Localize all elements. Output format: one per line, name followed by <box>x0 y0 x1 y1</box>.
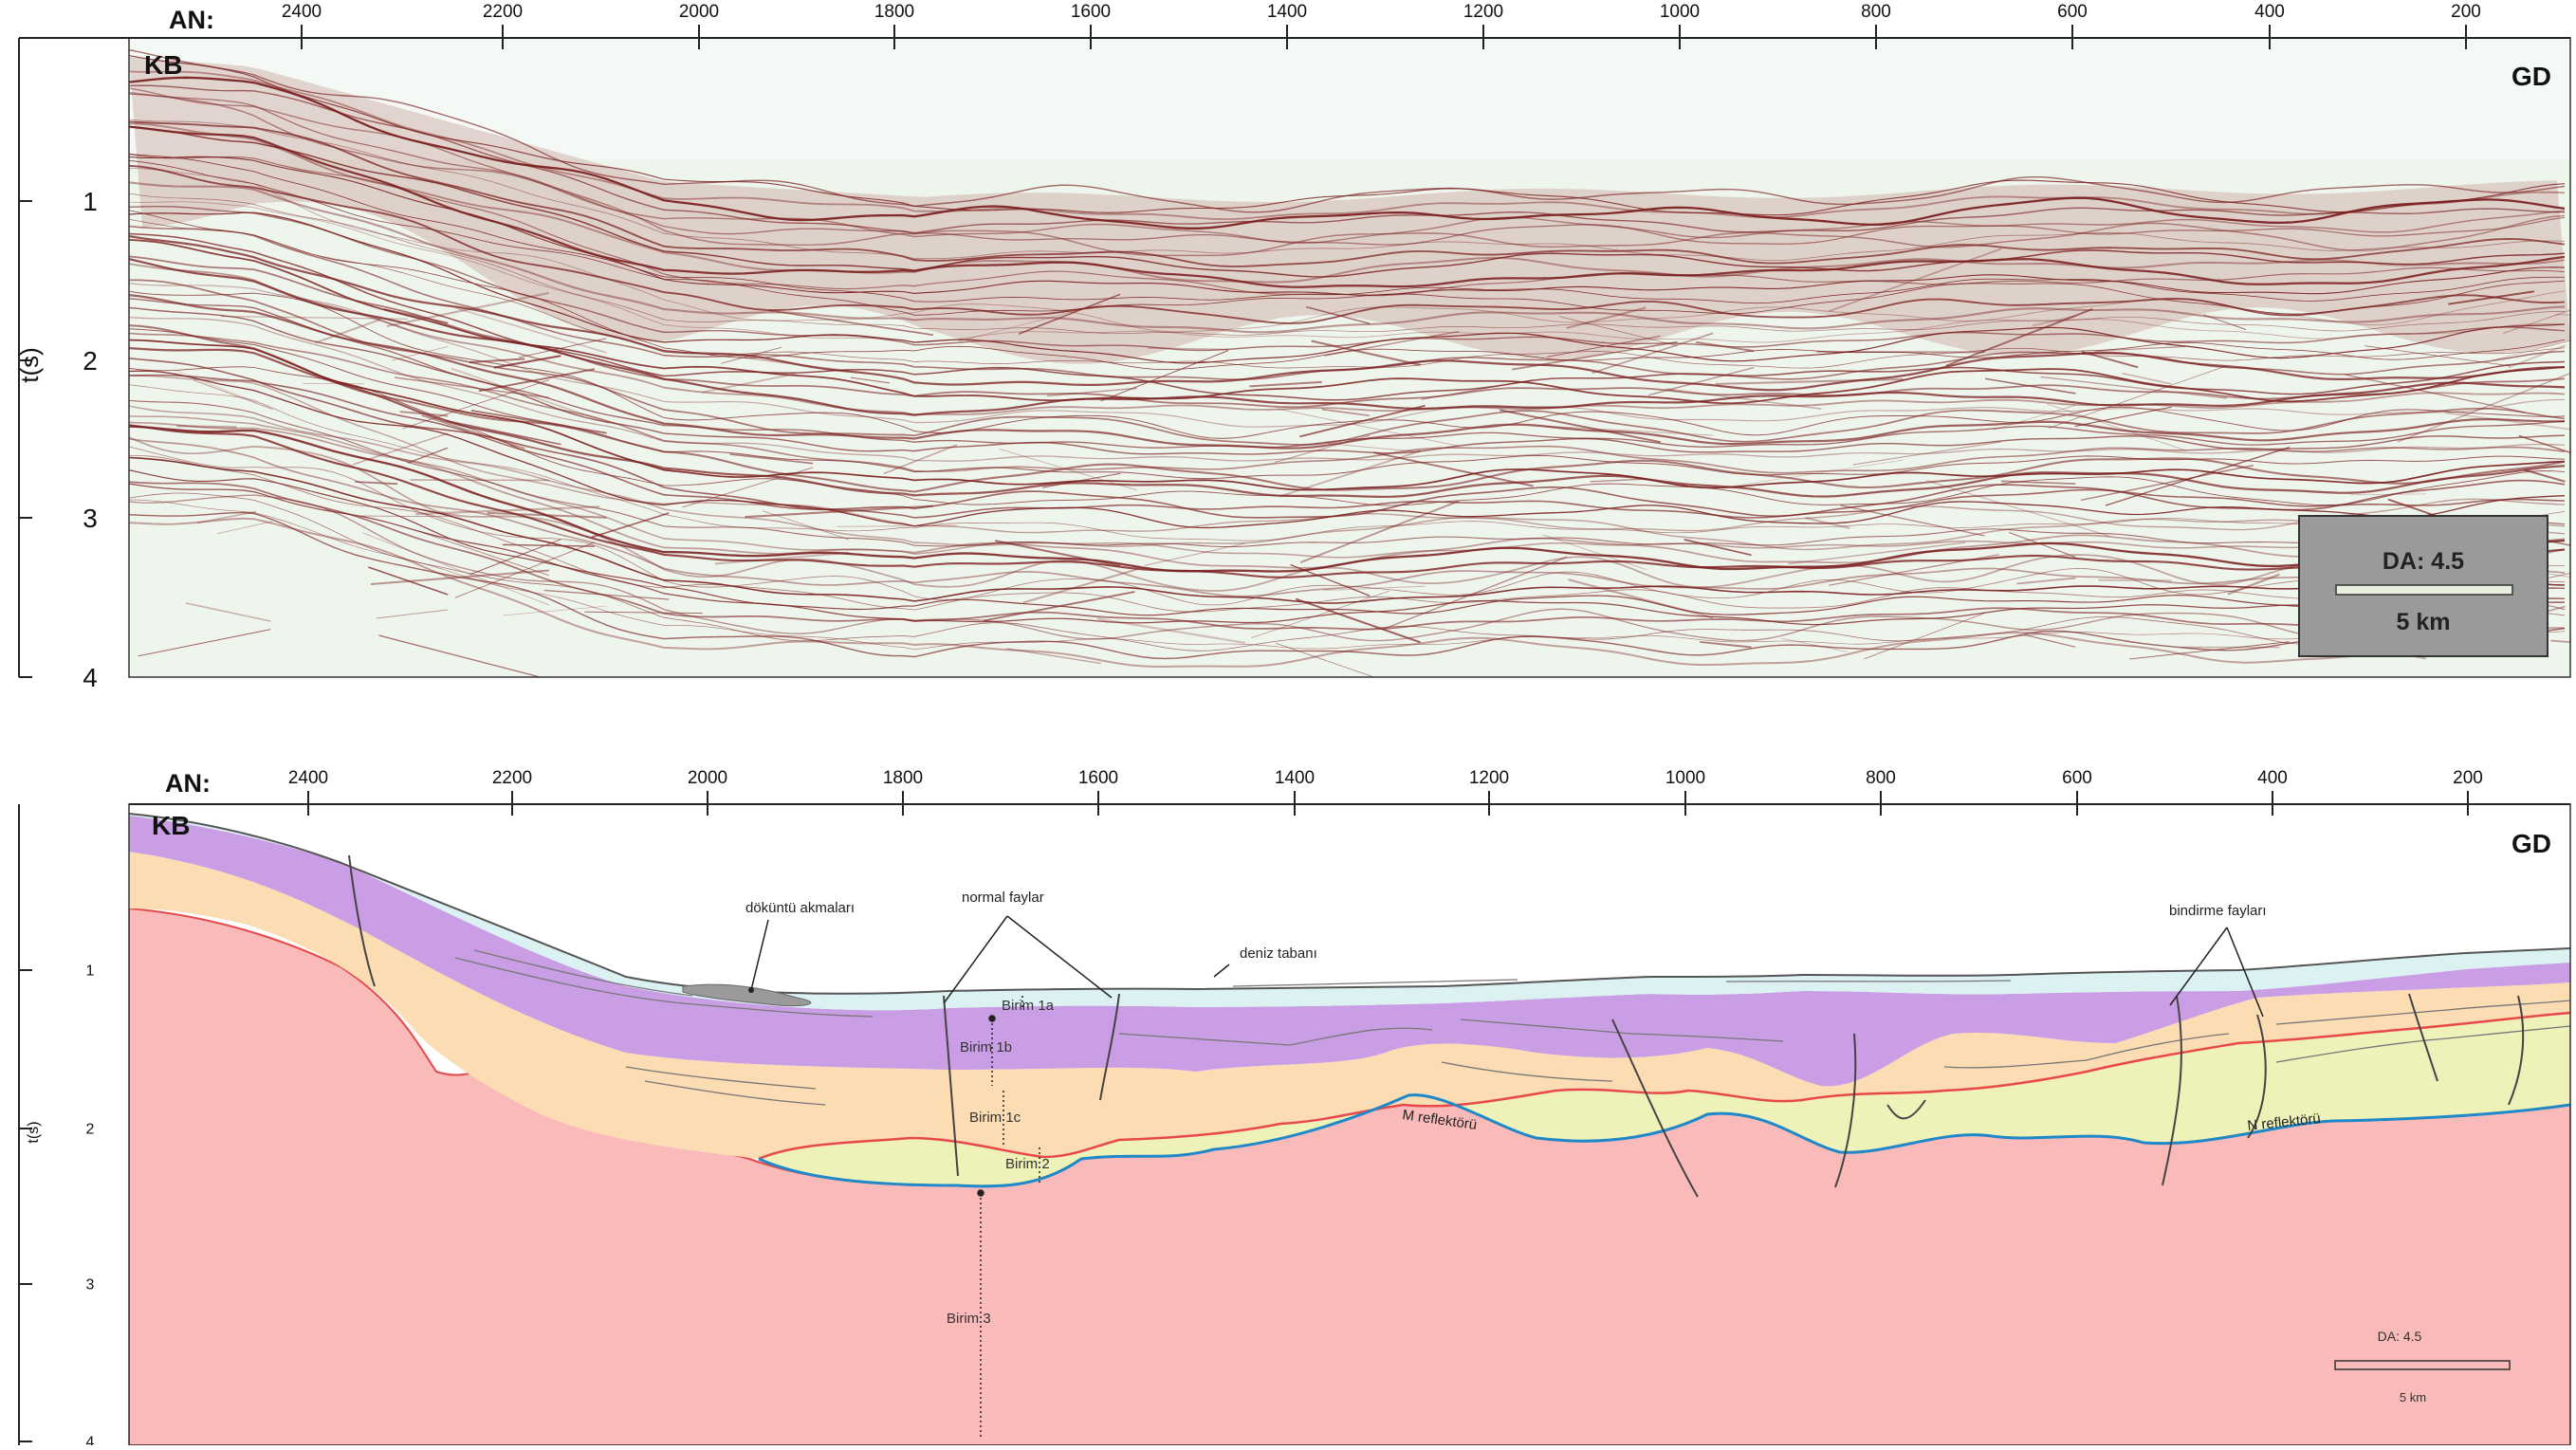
annotation-seafloor: deniz tabanı <box>1240 945 1317 962</box>
interp-y-ticks: 1 2 3 4 <box>19 964 95 1445</box>
scale-distance-bottom: 5 km <box>2400 1390 2426 1404</box>
x-tick-label: 2400 <box>288 768 328 788</box>
scale-ratio-top: DA: 4.5 <box>2383 548 2464 575</box>
gd-label-bottom: GD <box>2512 829 2551 858</box>
x-tick-label: 1000 <box>1660 2 1700 22</box>
y-tick-label: 4 <box>86 1435 95 1445</box>
x-tick-label: 2000 <box>679 2 719 22</box>
x-tick-label: 1400 <box>1275 768 1315 788</box>
y-tick-label: 1 <box>86 964 95 980</box>
annotation-slump: döküntü akmaları <box>745 900 855 916</box>
unit-label-3: Birim 3 <box>947 1311 991 1327</box>
x-tick-label: 800 <box>1866 768 1896 788</box>
x-tick-label: 1800 <box>874 2 914 22</box>
kb-label-top: KB <box>144 50 182 80</box>
interp-axis-label-an: AN: <box>165 769 211 798</box>
unit-label-1a: Birim 1a <box>1002 998 1055 1014</box>
y-tick-label: 2 <box>83 346 98 376</box>
x-tick-label: 1200 <box>1469 768 1509 788</box>
y-tick-label: 3 <box>86 1277 95 1294</box>
top-y-axis-label: t(s) <box>15 347 44 383</box>
scale-bar-top <box>2336 585 2512 595</box>
x-tick-label: 1600 <box>1078 768 1118 788</box>
y-tick-label: 2 <box>86 1122 95 1138</box>
unit-label-1c: Birim 1c <box>969 1110 1021 1126</box>
y-tick-label: 3 <box>83 504 98 533</box>
scale-ratio-bottom: DA: 4.5 <box>2378 1329 2422 1344</box>
x-tick-label: 2400 <box>282 2 322 22</box>
top-y-ticks: 1 2 3 4 <box>19 187 98 692</box>
scale-distance-top: 5 km <box>2397 609 2451 635</box>
x-tick-label: 1800 <box>883 768 923 788</box>
x-tick-label: 200 <box>2453 768 2483 788</box>
y-tick-label: 4 <box>83 663 98 692</box>
annotation-thrust-faults: bindirme fayları <box>2169 903 2267 919</box>
x-tick-label: 600 <box>2057 2 2088 22</box>
x-tick-label: 800 <box>1861 2 1891 22</box>
scale-bar-bottom <box>2335 1361 2510 1369</box>
x-tick-label: 1000 <box>1665 768 1705 788</box>
x-tick-label: 400 <box>2254 2 2285 22</box>
x-tick-label: 200 <box>2451 2 2481 22</box>
x-tick-label: 2000 <box>688 768 727 788</box>
kb-label-bottom: KB <box>152 811 190 840</box>
x-tick-label: 400 <box>2257 768 2288 788</box>
axis-label-an: AN: <box>169 6 214 34</box>
scale-box-top: DA: 4.5 5 km <box>2299 516 2548 656</box>
x-tick-label: 600 <box>2062 768 2092 788</box>
annotation-normal-faults: normal faylar <box>962 890 1044 906</box>
x-tick-label: 1200 <box>1463 2 1503 22</box>
gd-label-top: GD <box>2512 62 2551 91</box>
unit-label-1b: Birim 1b <box>960 1039 1012 1055</box>
unit-label-2: Birim 2 <box>1005 1156 1050 1172</box>
x-tick-label: 2200 <box>492 768 532 788</box>
x-tick-label: 2200 <box>483 2 523 22</box>
x-tick-label: 1400 <box>1267 2 1307 22</box>
y-tick-label: 1 <box>83 187 98 216</box>
x-tick-label: 1600 <box>1071 2 1111 22</box>
interp-y-axis-label: t(s) <box>26 1121 42 1143</box>
